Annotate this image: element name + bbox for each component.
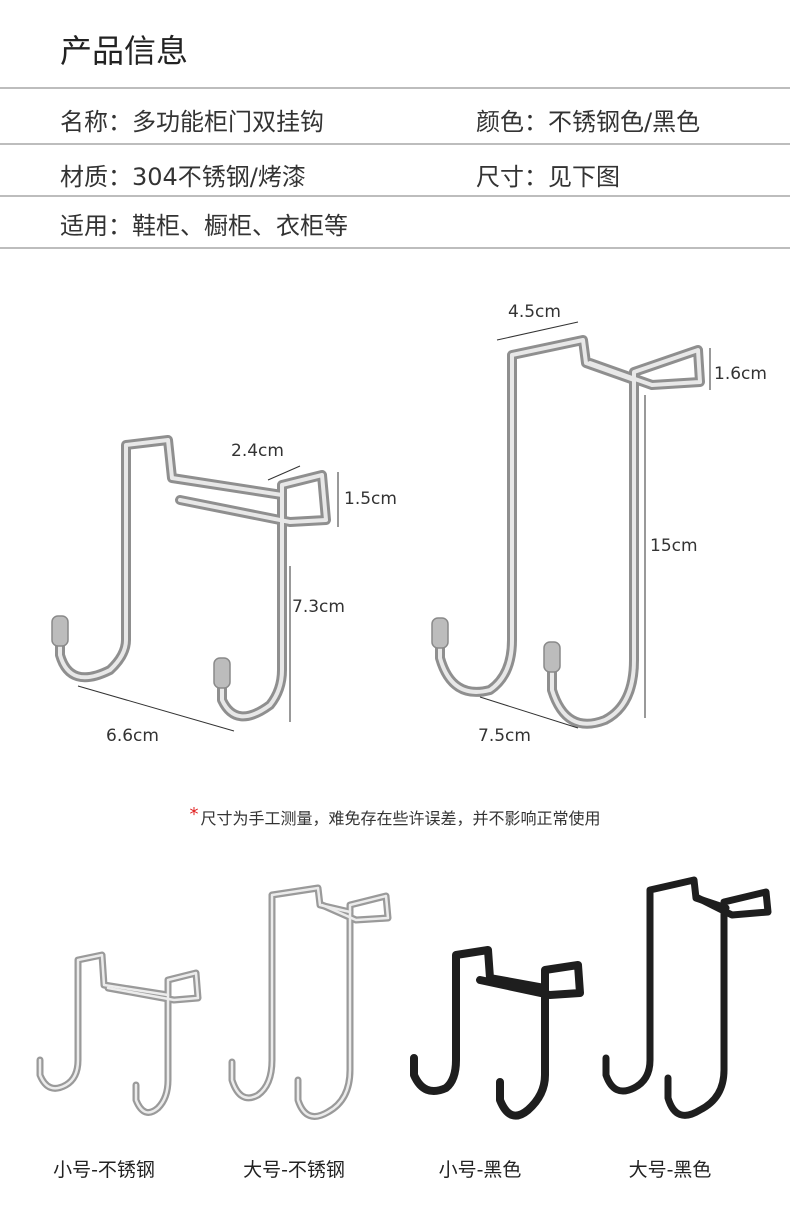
variant-large-steel xyxy=(228,884,392,1120)
spec-usage: 适用：鞋柜、橱柜、衣柜等 xyxy=(60,212,348,240)
spec-size: 尺寸：见下图 xyxy=(476,163,620,191)
variant-small-steel xyxy=(36,951,202,1116)
small-depth-label: 2.4cm xyxy=(231,441,284,461)
spec-color: 颜色：不锈钢色/黑色 xyxy=(476,108,701,136)
variant-label-small-black: 小号-黑色 xyxy=(438,1159,522,1181)
large-dimension-lines xyxy=(479,321,711,729)
variant-label-small-steel: 小号-不锈钢 xyxy=(53,1159,155,1181)
large-hook-diagram xyxy=(431,335,705,729)
variant-label-large-steel: 大号-不锈钢 xyxy=(243,1159,345,1181)
measurement-note: *尺寸为手工测量，难免存在些许误差，并不影响正常使用 xyxy=(0,804,790,829)
divider xyxy=(0,143,790,145)
variant-label-large-black: 大号-黑色 xyxy=(628,1159,712,1181)
large-depth-label: 4.5cm xyxy=(508,302,561,322)
variant-large-black xyxy=(602,876,772,1119)
note-star: * xyxy=(189,804,199,825)
small-dimension-lines xyxy=(77,465,339,732)
large-height-label: 15cm xyxy=(650,536,698,556)
note-text: 尺寸为手工测量，难免存在些许误差，并不影响正常使用 xyxy=(200,809,601,828)
small-hook-diagram xyxy=(51,435,331,722)
large-top-height-label: 1.6cm xyxy=(714,364,767,384)
spec-name: 名称：多功能柜门双挂钩 xyxy=(60,108,324,136)
variant-small-black xyxy=(410,946,584,1120)
divider xyxy=(0,247,790,249)
spec-material: 材质：304不锈钢/烤漆 xyxy=(60,163,306,191)
divider xyxy=(0,195,790,197)
small-top-height-label: 1.5cm xyxy=(344,489,397,509)
page-title: 产品信息 xyxy=(60,32,189,70)
large-width-label: 7.5cm xyxy=(478,726,531,746)
small-width-label: 6.6cm xyxy=(106,726,159,746)
divider xyxy=(0,87,790,89)
small-hook-height-label: 7.3cm xyxy=(292,597,345,617)
